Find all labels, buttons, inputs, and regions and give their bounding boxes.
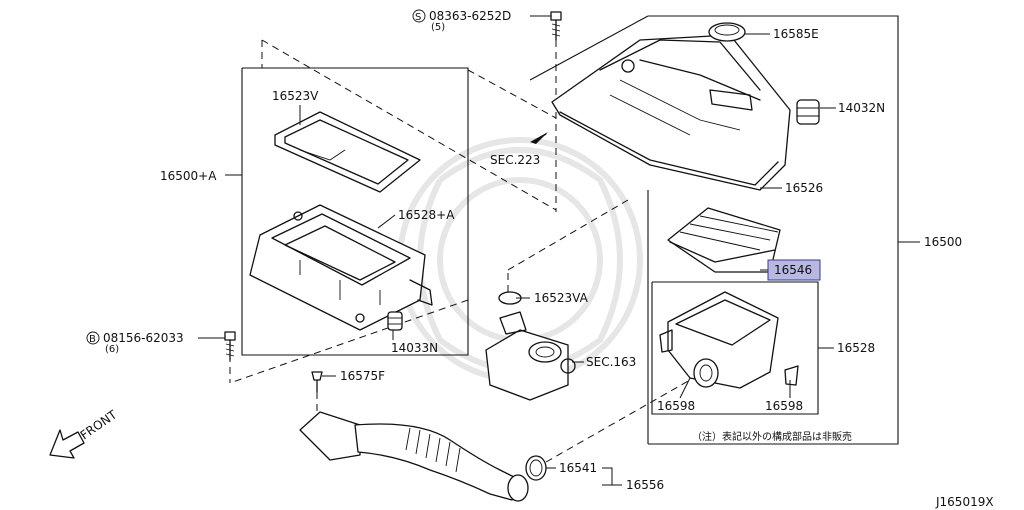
callout-16500: 16500 [924, 235, 962, 249]
callout-16528: 16528 [837, 341, 875, 355]
filter-element-16546 [667, 207, 781, 273]
sec-223-arrow [530, 132, 548, 150]
throttle-body-sec-163 [485, 199, 629, 401]
lower-case-16528-a [249, 204, 433, 331]
callout-sec-223: SEC.223 [490, 153, 540, 167]
callout-16546[interactable]: 16546 [774, 263, 812, 277]
callout-16523va: 16523VA [534, 291, 589, 305]
callout-16523v: 16523V [272, 89, 319, 103]
callout-16526: 16526 [785, 181, 823, 195]
grommet-14032n [796, 99, 820, 125]
upper-cover-16526 [551, 34, 791, 191]
clamp-16541 [525, 379, 691, 481]
callout-08156-qty: (6) [105, 344, 119, 355]
callout-16598-left: 16598 [657, 399, 695, 413]
callout-16575f: 16575F [340, 369, 385, 383]
lower-case-box-16528 [651, 281, 819, 415]
grommet-14033n [387, 311, 403, 331]
callout-16546-highlighted[interactable]: 16546 [767, 259, 821, 281]
callout-16541: 16541 [559, 461, 597, 475]
callout-08156: 08156-62033 [103, 331, 184, 345]
bolt-08363 [550, 11, 562, 212]
callout-16598-right: 16598 [765, 399, 803, 413]
callout-16585e: 16585E [773, 27, 819, 41]
intake-duct-16556 [299, 411, 529, 502]
clip-16575f [311, 371, 323, 415]
callout-16528-a: 16528+A [398, 208, 455, 222]
cap-16585e [708, 22, 746, 42]
callout-08363-prefix: S [415, 12, 421, 23]
leader-lines [198, 15, 920, 486]
callout-08363-qty: (5) [431, 22, 445, 33]
front-label: FRONT [78, 407, 120, 442]
highlight-box [767, 259, 821, 281]
callout-08363-group: S 08363-6252D (5) [412, 9, 511, 33]
callout-14033n: 14033N [391, 341, 438, 355]
callout-08363: 08363-6252D [429, 9, 511, 23]
callout-14032n: 14032N [838, 101, 885, 115]
note-text: （注）表記以外の構成部品は非販売 [692, 430, 852, 443]
front-arrow [49, 429, 85, 459]
callout-08156-prefix: B [89, 334, 96, 345]
callout-08156-group: B 08156-62033 (6) [86, 331, 184, 355]
callout-16500-a: 16500+A [160, 169, 217, 183]
callout-16556: 16556 [626, 478, 664, 492]
assembly-box-16500-a [229, 39, 557, 384]
gasket-16523v [274, 111, 421, 193]
diagram-code: J165019X [935, 495, 994, 509]
bolt-08156 [224, 331, 236, 361]
callout-sec-163: SEC.163 [586, 355, 636, 369]
assembly-box-16500 [529, 15, 899, 445]
